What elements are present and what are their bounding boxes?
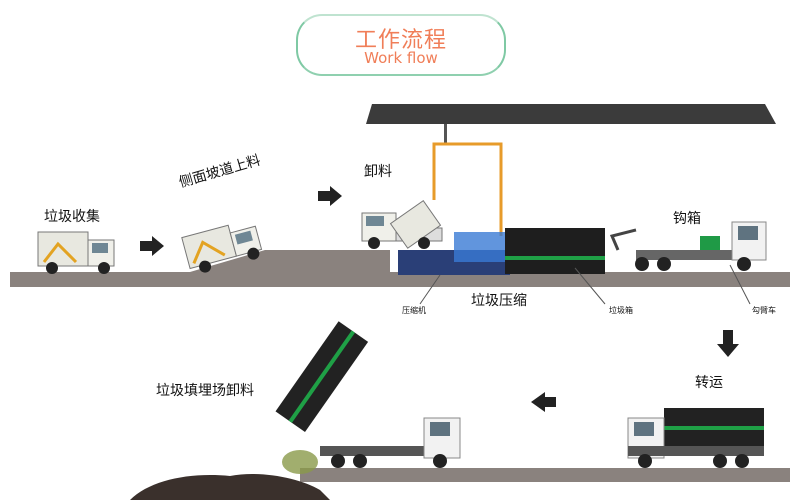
title-frame: 工作流程 Work flow xyxy=(296,14,506,76)
label-compressor: 压缩机 xyxy=(402,306,426,315)
compress-bin-stripe xyxy=(505,256,605,260)
truck-hook xyxy=(609,221,767,271)
canopy-pillar xyxy=(444,124,447,144)
compress-bin xyxy=(505,228,605,274)
arrow-down xyxy=(717,330,739,357)
truck-unload xyxy=(361,199,443,249)
label-hook-truck: 勾臂车 xyxy=(752,306,776,315)
canopy-roof xyxy=(366,104,776,124)
ground-upper-right xyxy=(390,272,790,287)
arrow-right-1 xyxy=(140,236,164,256)
ground-lower xyxy=(300,468,790,482)
leader-compressor xyxy=(419,274,441,305)
ground-upper xyxy=(10,250,390,287)
label-unload: 卸料 xyxy=(364,164,392,180)
truck-landfill xyxy=(275,321,461,468)
arrow-right-2 xyxy=(318,186,342,206)
falling-garbage xyxy=(282,450,318,474)
title-chinese: 工作流程 xyxy=(354,28,447,53)
label-landfill: 垃圾填埋场卸料 xyxy=(156,383,254,399)
label-hook: 钩箱 xyxy=(673,211,701,227)
compressor-unit xyxy=(454,232,506,262)
truck-collect xyxy=(37,231,115,274)
leader-hook-truck xyxy=(729,264,751,305)
landfill-heap xyxy=(130,473,330,500)
label-compress: 垃圾压缩 xyxy=(471,293,527,309)
label-bin: 垃圾箱 xyxy=(609,306,633,315)
label-collect: 垃圾收集 xyxy=(44,209,100,225)
truck-ramp xyxy=(181,224,263,273)
truck-transport xyxy=(627,408,764,468)
title-english: Work flow xyxy=(364,49,438,67)
arrow-left xyxy=(531,392,556,412)
leader-bin xyxy=(574,267,606,305)
dust-pipe xyxy=(432,142,503,236)
label-transport: 转运 xyxy=(695,375,723,391)
